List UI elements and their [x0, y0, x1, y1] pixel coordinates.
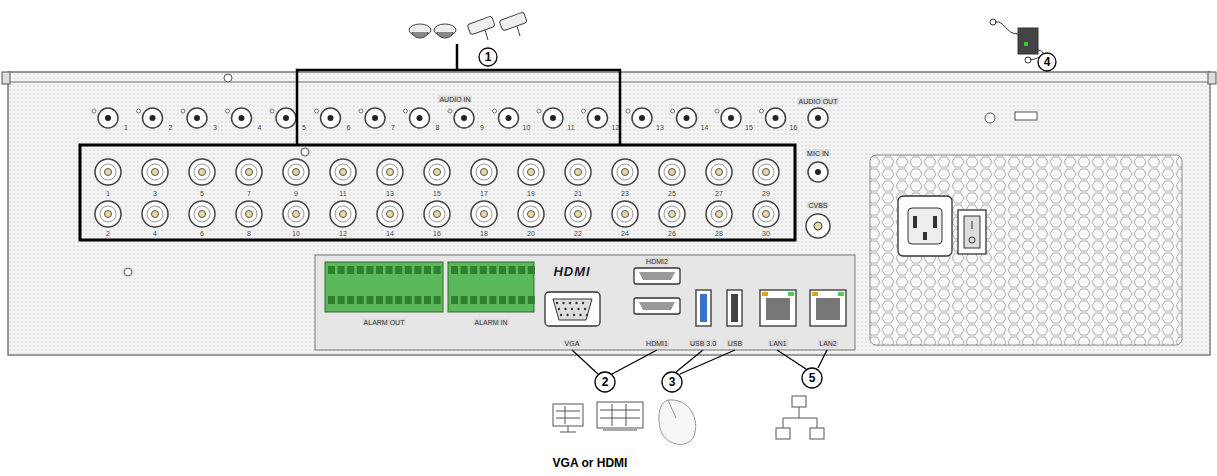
- channel-number: 27: [715, 190, 723, 197]
- power-supply: [870, 155, 1182, 345]
- channel-number: 4: [258, 124, 262, 131]
- port-label: LAN2: [818, 340, 838, 347]
- hdmi-logo: HDMI: [553, 265, 590, 278]
- chassis: [2, 72, 1216, 355]
- port-label: USB 3.0: [689, 340, 717, 347]
- channel-number: 23: [621, 190, 629, 197]
- channel-number: 17: [480, 190, 488, 197]
- port-label: HDMI2: [645, 258, 669, 265]
- channel-number: 28: [715, 230, 723, 237]
- channel-number: 26: [668, 230, 676, 237]
- callout-number: 4: [1044, 56, 1051, 68]
- channel-number: 10: [523, 124, 531, 131]
- port-label: AUDIO IN: [438, 96, 471, 103]
- channel-number: 22: [574, 230, 582, 237]
- channel-number: 16: [790, 124, 798, 131]
- channel-number: 8: [247, 230, 251, 237]
- channel-number: 1: [106, 190, 110, 197]
- channel-number: 2: [169, 124, 173, 131]
- channel-number: 24: [621, 230, 629, 237]
- callout-number: 3: [669, 376, 676, 388]
- port-label: ALARM OUT: [363, 319, 406, 326]
- channel-number: 20: [527, 230, 535, 237]
- channel-number: 4: [153, 230, 157, 237]
- camera-icons: [409, 12, 527, 40]
- channel-number: 21: [574, 190, 582, 197]
- right-bnc-column: [806, 108, 830, 238]
- callout-circles: [479, 48, 1056, 392]
- callout-number: 2: [602, 376, 609, 388]
- channel-number: 15: [745, 124, 753, 131]
- channel-number: 18: [480, 230, 488, 237]
- channel-number: 12: [612, 124, 620, 131]
- channel-number: 15: [433, 190, 441, 197]
- channel-number: 25: [668, 190, 676, 197]
- channel-number: 14: [386, 230, 394, 237]
- leader-lines: [572, 350, 827, 374]
- channel-number: 12: [339, 230, 347, 237]
- port-label: AUDIO OUT: [798, 98, 839, 105]
- channel-number: 11: [567, 124, 574, 131]
- channel-number: 8: [436, 124, 440, 131]
- callout-number: 5: [809, 372, 816, 384]
- channel-number: 11: [339, 190, 346, 197]
- channel-number: 5: [200, 190, 204, 197]
- camera-bracket: [297, 44, 620, 145]
- peripheral-icons: [553, 396, 824, 444]
- channel-number: 14: [701, 124, 709, 131]
- port-label: ALARM IN: [473, 319, 508, 326]
- video-in-row: [95, 159, 779, 227]
- channel-number: 13: [386, 190, 394, 197]
- channel-number: 6: [200, 230, 204, 237]
- io-panel: [315, 255, 855, 350]
- port-label: LAN1: [768, 340, 788, 347]
- port-label: HDMI1: [645, 340, 669, 347]
- channel-number: 29: [762, 190, 770, 197]
- monitor-caption: VGA or HDMI: [553, 457, 628, 469]
- channel-number: 7: [391, 124, 395, 131]
- port-label: VGA: [564, 340, 581, 347]
- channel-number: 16: [433, 230, 441, 237]
- channel-number: 6: [347, 124, 351, 131]
- video-in-frame: [80, 145, 795, 240]
- channel-number: 3: [153, 190, 157, 197]
- channel-number: 30: [762, 230, 770, 237]
- channel-number: 7: [247, 190, 251, 197]
- callout-number: 1: [485, 51, 492, 63]
- port-label: CVBS: [807, 202, 828, 209]
- channel-number: 5: [302, 124, 306, 131]
- channel-number: 13: [656, 124, 664, 131]
- port-label: USB: [727, 340, 743, 347]
- channel-number: 3: [213, 124, 217, 131]
- channel-number: 19: [527, 190, 535, 197]
- channel-number: 9: [294, 190, 298, 197]
- channel-number: 10: [292, 230, 300, 237]
- power-adapter-icon: [990, 19, 1043, 63]
- channel-number: 2: [106, 230, 110, 237]
- channel-number: 1: [124, 124, 128, 131]
- port-label: MIC IN: [806, 150, 830, 157]
- channel-number: 9: [480, 124, 484, 131]
